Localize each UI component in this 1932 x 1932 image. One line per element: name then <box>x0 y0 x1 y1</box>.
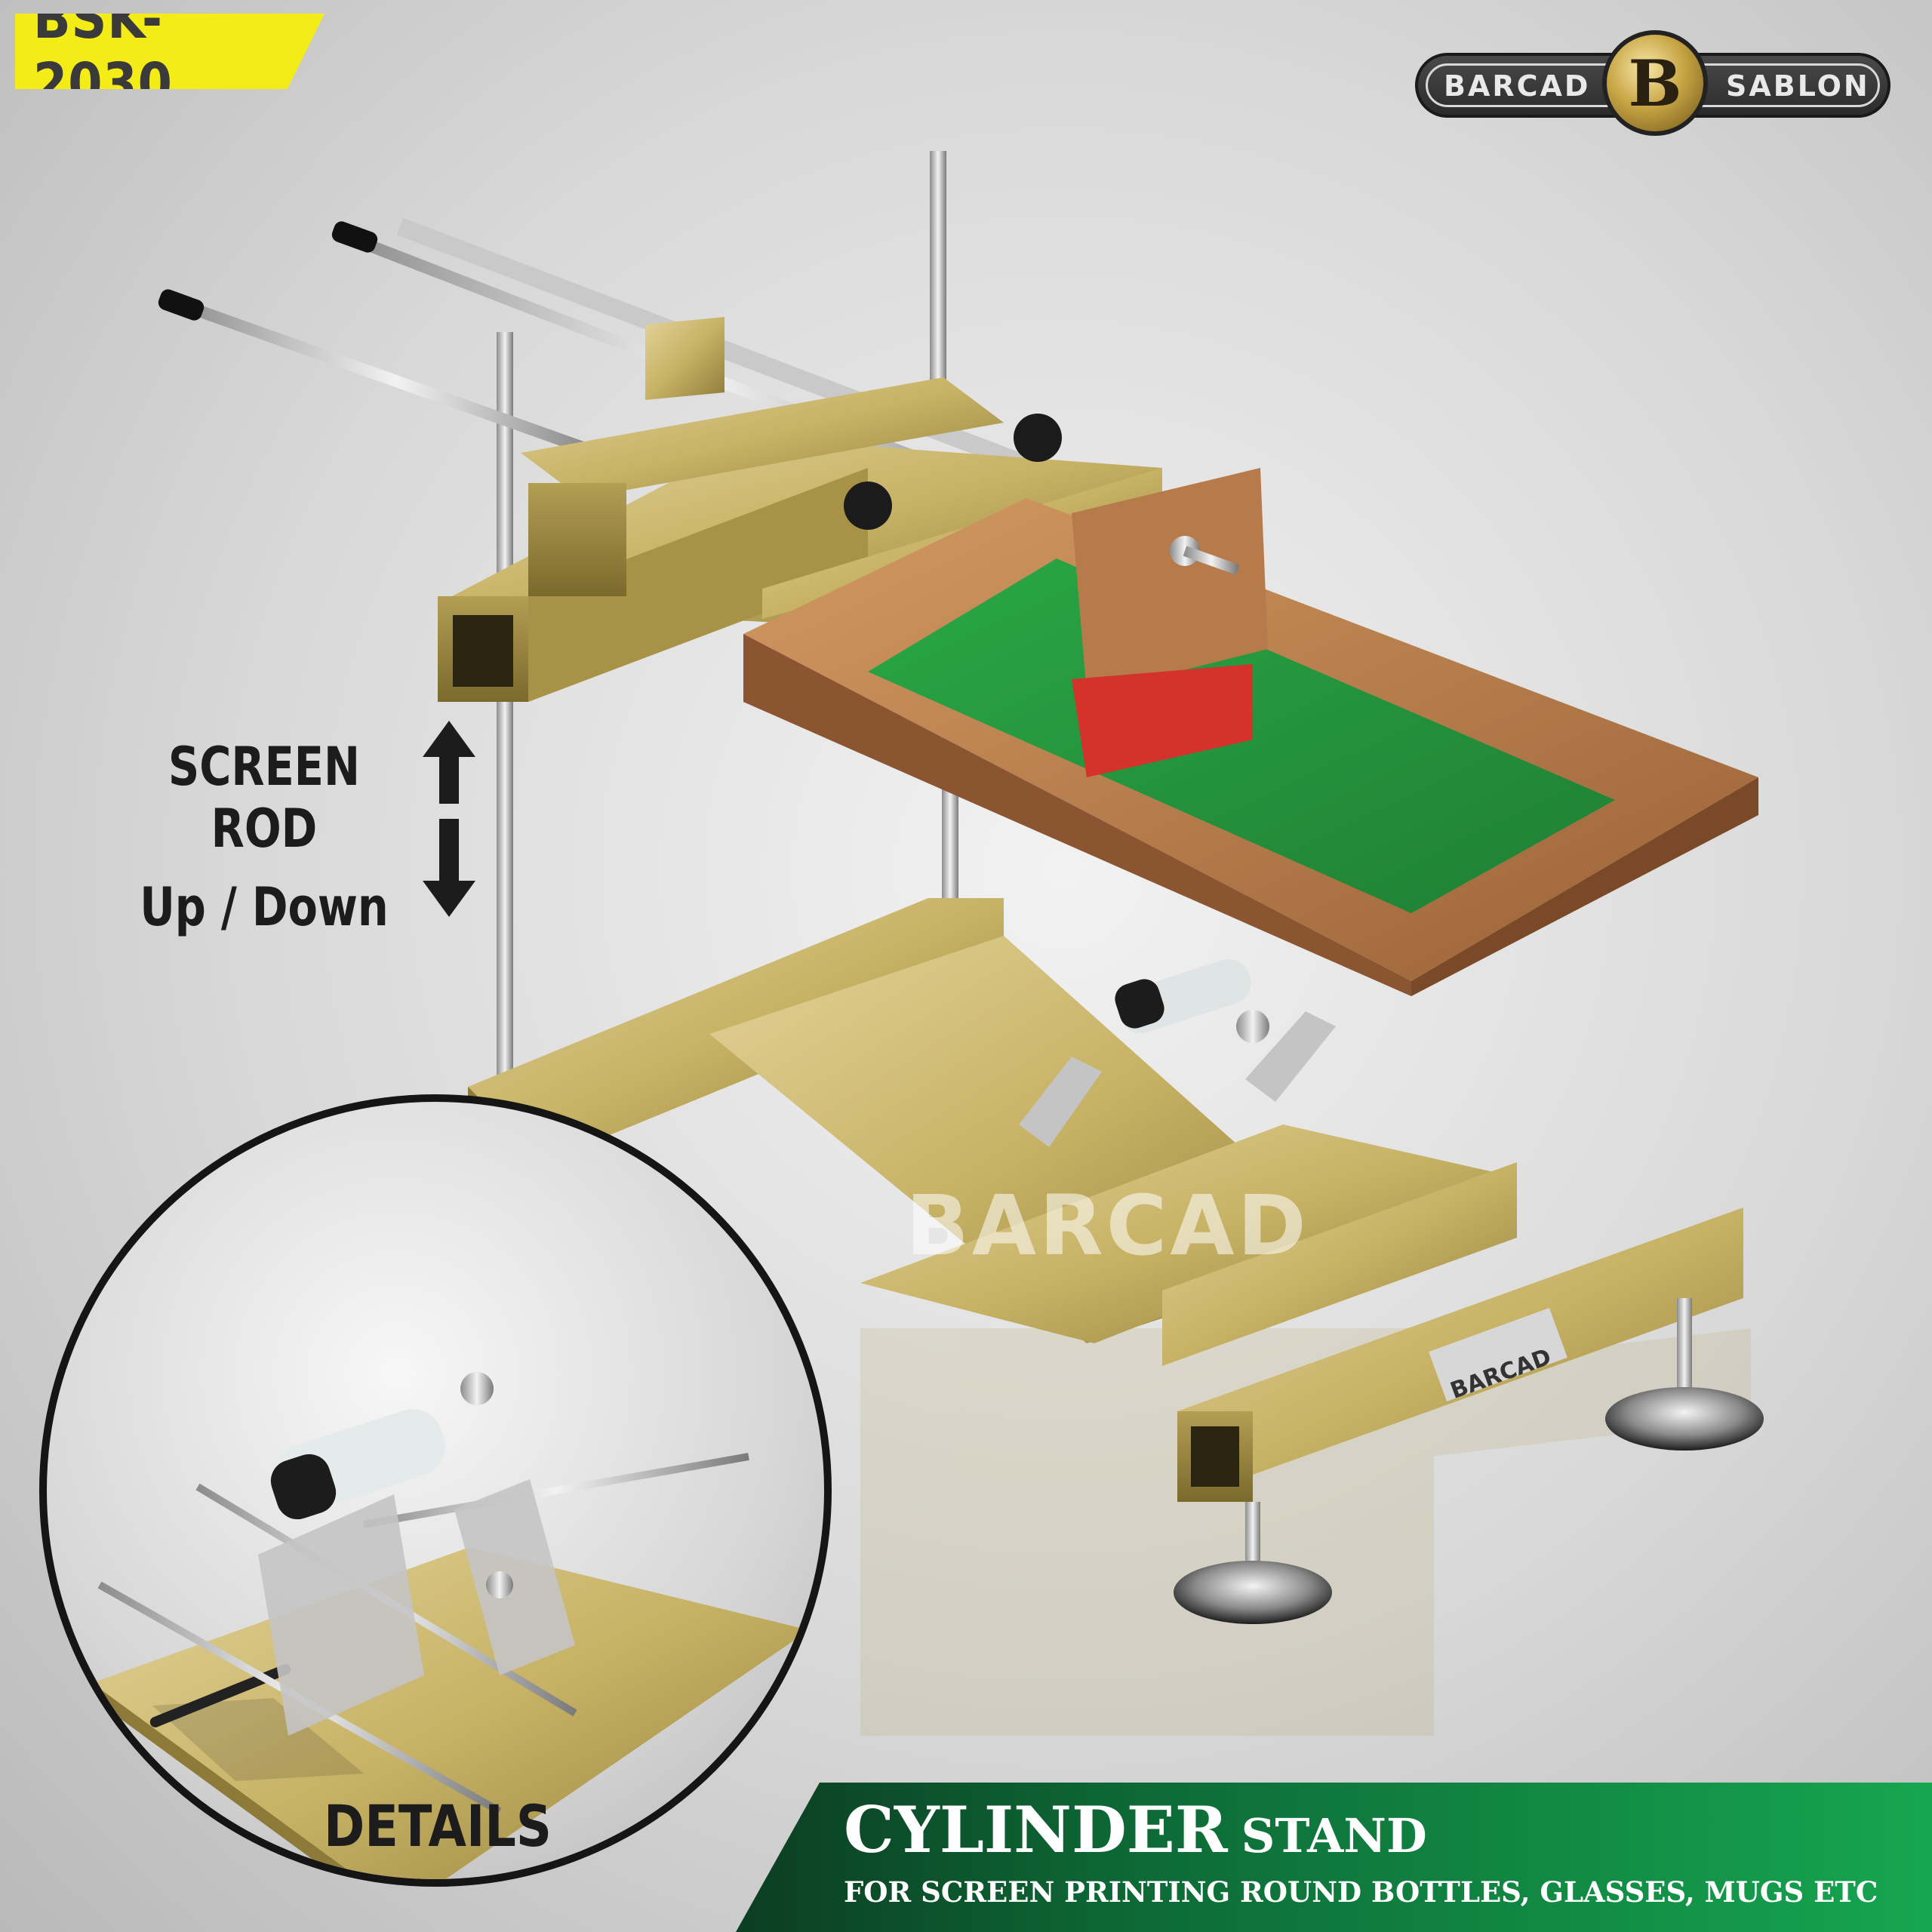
banner-title-suffix: STAND <box>1241 1808 1427 1863</box>
model-code: BSK-2030 <box>33 0 173 116</box>
model-badge: BSK-2030 <box>15 14 325 89</box>
brand-left-word: BARCAD <box>1444 69 1591 103</box>
up-down-arrows-icon <box>423 721 475 917</box>
screen-frame <box>743 468 1758 996</box>
screen-rod-title: SCREEN ROD <box>168 736 361 860</box>
brand-monogram-icon: B <box>1602 30 1708 136</box>
leveling-feet <box>1174 1298 1764 1624</box>
holder-detail-illustration <box>92 1372 809 1879</box>
watermark: BARCAD <box>906 1177 1309 1274</box>
cylinder-holder <box>1019 958 1336 1147</box>
screen-rod-label: SCREEN ROD Up / Down <box>98 736 430 938</box>
brand-right-word: SABLON <box>1726 69 1870 103</box>
details-inset <box>39 1094 832 1887</box>
screen-rod-subtitle: Up / Down <box>140 876 389 938</box>
brand-logo: BARCAD SABLON B <box>1415 29 1890 142</box>
banner-subtitle: FOR SCREEN PRINTING ROUND BOTTLES, GLASS… <box>844 1875 1878 1909</box>
banner-title-main: CYLINDER <box>844 1792 1228 1867</box>
bottom-banner <box>736 1783 1932 1932</box>
details-label: DETAILS <box>323 1792 552 1860</box>
